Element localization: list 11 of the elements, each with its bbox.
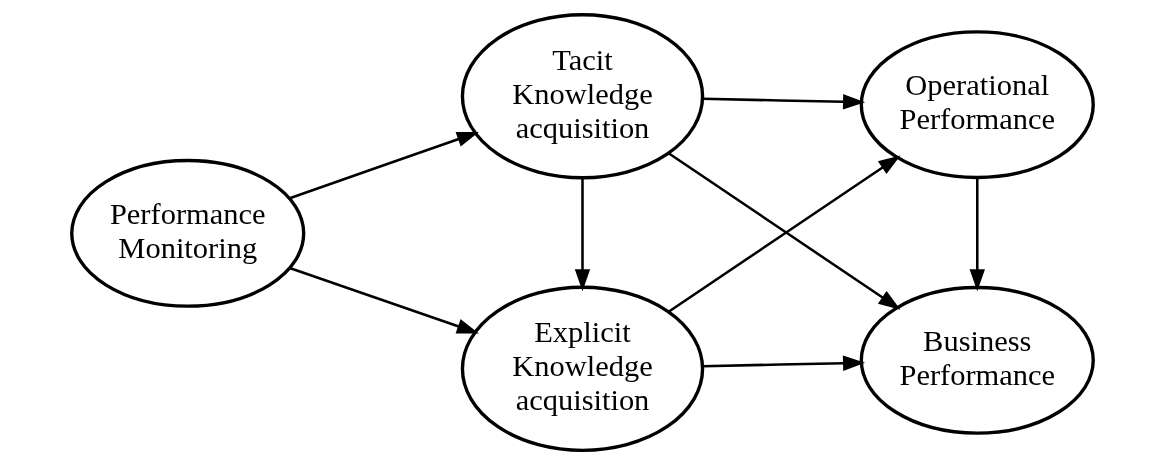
- node-ellipse: Operational Performance: [859, 30, 1095, 180]
- arrow: [574, 178, 591, 292]
- arrow: [289, 131, 479, 200]
- arrow: [702, 94, 866, 110]
- node-ellipse: Explicit Knowledge acquisition: [460, 285, 705, 452]
- node-ellipse: Tacit Knowledge acquisition: [460, 13, 705, 180]
- arrow: [702, 355, 866, 371]
- node-ellipse: Performance Monitoring: [70, 158, 306, 308]
- arrow: [289, 266, 479, 334]
- arrow: [969, 177, 985, 292]
- node-ellipse: Business Performance: [859, 285, 1095, 435]
